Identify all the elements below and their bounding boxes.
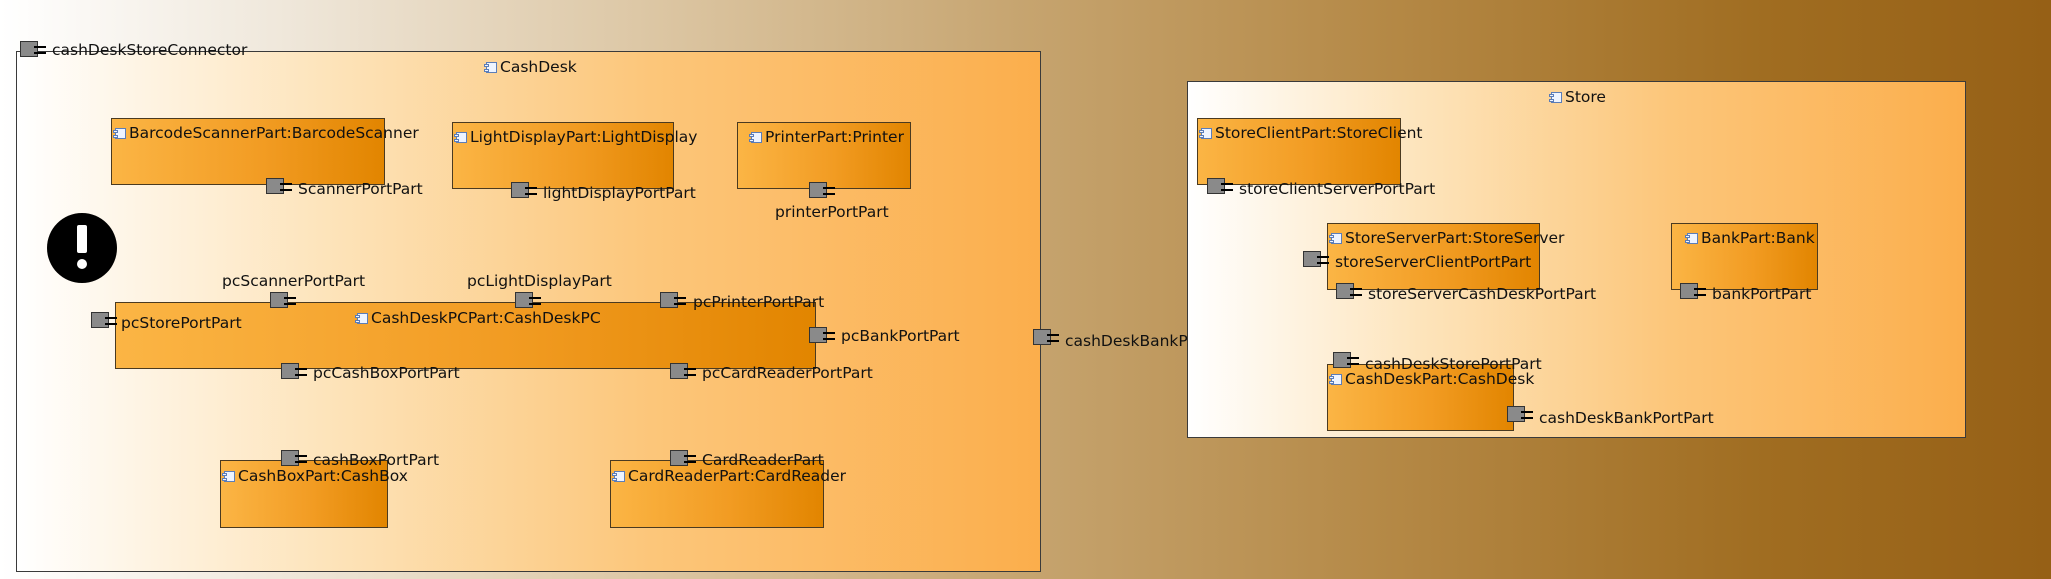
store-server-client-port[interactable]: [1303, 251, 1329, 267]
cashbox-title-text: CashBoxPart:CashBox: [238, 467, 408, 485]
cashdesk-bank-port-inner-label: cashDeskBankPortPart: [1539, 409, 1714, 427]
cashdesk-store-port-label: cashDeskStorePortPart: [1365, 355, 1542, 373]
component-icon: [1329, 233, 1342, 244]
pc-cardreader-port[interactable]: [670, 363, 696, 379]
bank-title-text: BankPart:Bank: [1701, 229, 1815, 247]
store-server-title: StoreServerPart:StoreServer: [1329, 229, 1565, 247]
warning-icon[interactable]: [47, 213, 117, 283]
store-title: Store: [1549, 88, 1606, 106]
store-cashdesk-title-text: CashDeskPart:CashDesk: [1345, 370, 1535, 388]
component-icon: [113, 128, 126, 139]
scanner-port-label: ScannerPortPart: [298, 180, 423, 198]
pc-store-port-label: pcStorePortPart: [121, 314, 242, 332]
cashdesk-title-text: CashDesk: [500, 58, 577, 76]
component-icon: [355, 313, 368, 324]
component-icon: [612, 471, 625, 482]
component-icon: [1549, 92, 1562, 103]
cashdesk-pc-title-text: CashDeskPCPart:CashDeskPC: [371, 309, 601, 327]
bank-port-label: bankPortPart: [1712, 285, 1812, 303]
store-cashdesk-part[interactable]: [1327, 364, 1514, 431]
cashbox-port[interactable]: [281, 450, 307, 466]
store-client-title: StoreClientPart:StoreClient: [1199, 124, 1423, 142]
cardreader-part[interactable]: [610, 460, 824, 528]
component-icon: [222, 471, 235, 482]
pc-printer-port[interactable]: [660, 292, 686, 308]
pc-light-port-label: pcLightDisplayPart: [467, 272, 612, 290]
pc-scanner-port-label: pcScannerPortPart: [222, 272, 366, 290]
cardreader-port-label: CardReaderPart: [702, 451, 824, 469]
light-display-title: LightDisplayPart:LightDisplay: [454, 128, 698, 146]
store-server-cashdesk-port[interactable]: [1336, 283, 1362, 299]
bank-title: BankPart:Bank: [1685, 229, 1815, 247]
cashdesk-store-connector-port[interactable]: [20, 41, 46, 57]
cashdesk-pc-part[interactable]: [115, 302, 816, 369]
light-display-part[interactable]: [452, 122, 674, 189]
cashbox-part[interactable]: [220, 460, 388, 528]
component-icon: [749, 132, 762, 143]
cashdesk-pc-title: CashDeskPCPart:CashDeskPC: [355, 309, 601, 327]
cardreader-title: CardReaderPart:CardReader: [612, 467, 847, 485]
barcode-scanner-part[interactable]: [111, 118, 385, 185]
light-display-port-label: lightDisplayPortPart: [543, 184, 696, 202]
cashdesk-store-port[interactable]: [1333, 352, 1359, 368]
store-client-server-port[interactable]: [1207, 178, 1233, 194]
pc-scanner-port[interactable]: [270, 292, 296, 308]
store-client-title-text: StoreClientPart:StoreClient: [1215, 124, 1423, 142]
pc-cardreader-port-label: pcCardReaderPortPart: [702, 364, 873, 382]
barcode-scanner-title: BarcodeScannerPart:BarcodeScanner: [113, 124, 419, 142]
pc-cashbox-port[interactable]: [281, 363, 307, 379]
cashbox-port-label: cashBoxPortPart: [313, 451, 440, 469]
printer-title: PrinterPart:Printer: [749, 128, 904, 146]
printer-port[interactable]: [809, 182, 835, 198]
cashbox-title: CashBoxPart:CashBox: [222, 467, 408, 485]
component-icon: [484, 62, 497, 73]
store-server-client-port-label: storeServerClientPortPart: [1335, 253, 1532, 271]
cardreader-title-text: CardReaderPart:CardReader: [628, 467, 847, 485]
pc-bank-port[interactable]: [809, 327, 835, 343]
scanner-port[interactable]: [266, 178, 292, 194]
printer-part[interactable]: [737, 122, 911, 189]
printer-port-label: printerPortPart: [775, 203, 889, 221]
component-icon: [454, 132, 467, 143]
store-client-server-port-label: storeClientServerPortPart: [1239, 180, 1436, 198]
component-icon: [1685, 233, 1698, 244]
cashdesk-bank-port-inner[interactable]: [1507, 406, 1533, 422]
cashdesk-title: CashDesk: [484, 58, 577, 76]
store-client-part[interactable]: [1197, 118, 1401, 185]
pc-bank-port-label: pcBankPortPart: [841, 327, 960, 345]
barcode-scanner-title-text: BarcodeScannerPart:BarcodeScanner: [129, 124, 419, 142]
printer-title-text: PrinterPart:Printer: [765, 128, 904, 146]
cashdesk-bank-port-label: cashDeskBankPor: [1065, 332, 1204, 350]
bank-port[interactable]: [1680, 283, 1706, 299]
cashdesk-store-connector-label: cashDeskStoreConnector: [52, 41, 248, 59]
light-display-port[interactable]: [511, 182, 537, 198]
component-icon: [1199, 128, 1212, 139]
store-title-text: Store: [1565, 88, 1606, 106]
pc-store-port[interactable]: [91, 312, 117, 328]
pc-light-port[interactable]: [515, 292, 541, 308]
cardreader-port[interactable]: [670, 450, 696, 466]
component-icon: [1329, 374, 1342, 385]
pc-printer-port-label: pcPrinterPortPart: [693, 293, 825, 311]
store-cashdesk-title: CashDeskPart:CashDesk: [1329, 370, 1535, 388]
store-server-title-text: StoreServerPart:StoreServer: [1345, 229, 1565, 247]
light-display-title-text: LightDisplayPart:LightDisplay: [470, 128, 698, 146]
store-server-part[interactable]: [1327, 223, 1540, 290]
store-server-cashdesk-port-label: storeServerCashDeskPortPart: [1368, 285, 1597, 303]
pc-cashbox-port-label: pcCashBoxPortPart: [313, 364, 460, 382]
cashdesk-bank-port[interactable]: [1033, 329, 1059, 345]
